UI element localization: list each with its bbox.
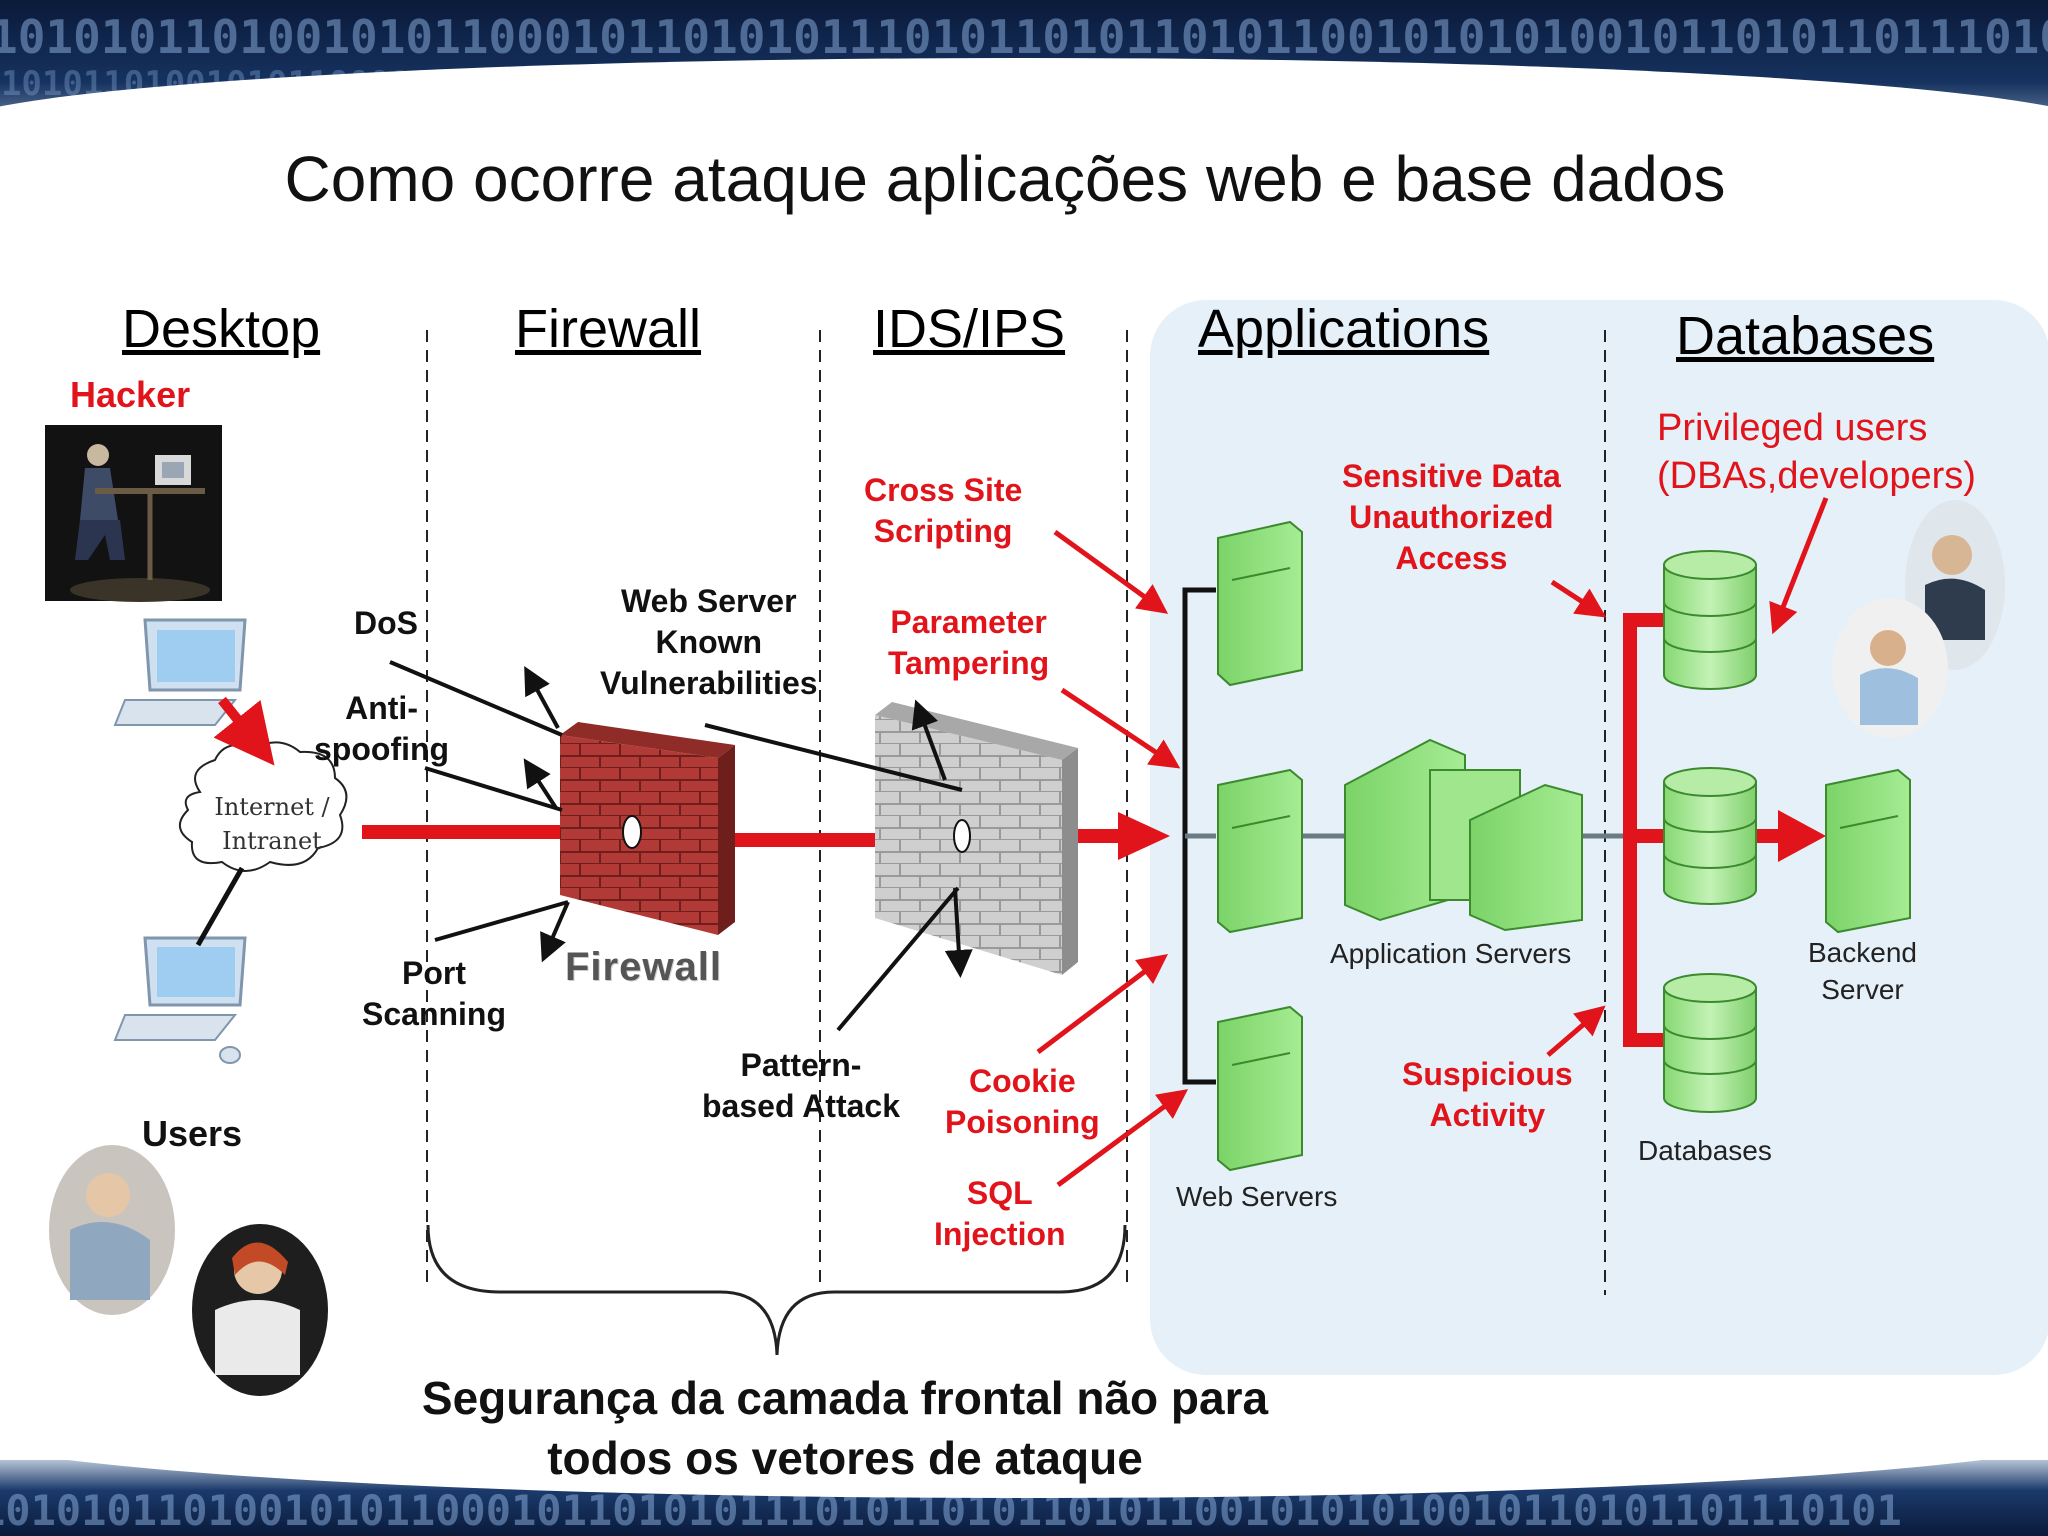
database-cylinder-middle	[1663, 767, 1757, 905]
network-backbone	[1182, 587, 1625, 1085]
slide-title: Como ocorre ataque aplicações web e base…	[284, 143, 1726, 215]
web-server-vuln-line-3: Vulnerabilities	[600, 665, 818, 701]
sensitive-line-2: Unauthorized	[1349, 499, 1554, 535]
web-server-vuln-line-2: Known	[655, 624, 763, 660]
anti-spoofing-label: Anti- spoofing	[314, 688, 449, 770]
column-heading-ids-ips: IDS/IPS	[873, 299, 1066, 359]
privileged-line-1: Privileged users	[1657, 407, 1928, 449]
curly-brace	[426, 1224, 1127, 1356]
databases-label: Databases	[1638, 1135, 1772, 1166]
hacker-to-cloud-arrow	[213, 696, 275, 766]
sql-line-1: SQL	[966, 1175, 1033, 1211]
suspicious-activity-label: Suspicious Activity	[1402, 1054, 1573, 1136]
sensitive-line-3: Access	[1395, 540, 1508, 576]
port-scanning-line-2: Scanning	[362, 996, 507, 1032]
web-server-vuln-line-1: Web Server	[621, 583, 797, 619]
computer-icon-top	[113, 618, 247, 726]
application-servers-label: Application Servers	[1330, 938, 1572, 969]
param-line-2: Tampering	[888, 645, 1050, 681]
sql-line-2: Injection	[934, 1216, 1066, 1252]
database-cylinder-top	[1663, 550, 1757, 690]
web-server-top	[1217, 520, 1303, 687]
port-scanning-line-1: Port	[402, 955, 466, 991]
caption-line-1: Segurança da camada frontal não para	[421, 1372, 1269, 1424]
column-heading-databases: Databases	[1676, 306, 1935, 366]
cookie-line-1: Cookie	[968, 1063, 1076, 1099]
hacker-label: Hacker	[70, 374, 191, 415]
sensitive-line-1: Sensitive Data	[1342, 458, 1561, 494]
column-heading-applications: Applications	[1198, 299, 1490, 359]
application-attack-arrows	[1036, 497, 1829, 1188]
param-line-1: Parameter	[890, 604, 1047, 640]
cross-site-scripting-label: Cross Site Scripting	[864, 470, 1022, 552]
cookie-line-2: Poisoning	[945, 1104, 1100, 1140]
hacker-photo	[45, 425, 222, 602]
port-scanning-label: Port Scanning	[362, 953, 506, 1035]
column-heading-desktop: Desktop	[122, 299, 321, 359]
column-heading-firewall: Firewall	[515, 299, 702, 359]
users-photo-man	[49, 1145, 175, 1315]
suspicious-line-2: Activity	[1429, 1097, 1546, 1133]
caption-line-2: todos os vetores de ataque	[547, 1432, 1143, 1484]
web-servers-label: Web Servers	[1176, 1181, 1338, 1212]
parameter-tampering-label: Parameter Tampering	[888, 602, 1049, 684]
users-label: Users	[142, 1113, 243, 1154]
bottom-caption: Segurança da camada frontal não para tod…	[320, 1368, 1370, 1488]
binary-text-top: 1010101101001010110001011010101110101101…	[0, 10, 2048, 64]
database-cylinder-bottom	[1663, 973, 1757, 1113]
web-server-bottom	[1217, 1005, 1303, 1172]
users-photo-woman	[192, 1224, 328, 1396]
backend-server-label: Backend Server	[1808, 934, 1917, 1008]
brick-firewall	[560, 722, 735, 935]
privileged-line-2: (DBAs,developers)	[1657, 455, 1976, 497]
suspicious-line-1: Suspicious	[1402, 1056, 1573, 1092]
privileged-users-photo-2	[1832, 598, 1948, 738]
sql-injection-label: SQL Injection	[934, 1173, 1066, 1255]
pattern-based-attack-label: Pattern- based Attack	[702, 1045, 900, 1127]
cloud-link-line	[195, 866, 245, 947]
anti-spoofing-line-1: Anti-	[345, 690, 418, 726]
web-server-middle	[1217, 768, 1303, 934]
privileged-users-label: Privileged users (DBAs,developers)	[1657, 404, 1976, 500]
anti-spoofing-line-2: spoofing	[314, 731, 450, 767]
ids-ips-wall	[875, 702, 1078, 975]
backend-line-1: Backend	[1808, 937, 1917, 968]
internet-cloud-label: Internet / Intranet	[197, 790, 347, 858]
cloud-label-line-1: Internet /	[214, 793, 330, 821]
application-servers	[1344, 738, 1583, 932]
cookie-poisoning-label: Cookie Poisoning	[945, 1061, 1100, 1143]
sensitive-data-label: Sensitive Data Unauthorized Access	[1342, 456, 1561, 579]
xss-line-1: Cross Site	[864, 472, 1023, 508]
xss-line-2: Scripting	[873, 513, 1013, 549]
firewall-attack-pointers	[389, 660, 973, 1032]
backend-line-2: Server	[1821, 974, 1904, 1005]
column-separators	[426, 330, 1606, 1295]
computer-icon-bottom	[113, 936, 247, 1064]
cloud-label-line-2: Intranet	[222, 827, 322, 855]
web-server-vulnerabilities-label: Web Server Known Vulnerabilities	[600, 581, 818, 704]
dos-label: DoS	[354, 605, 418, 641]
firewall-wall-caption: Firewall	[565, 945, 722, 989]
backend-server	[1825, 768, 1911, 934]
pattern-attack-line-1: Pattern-	[740, 1047, 862, 1083]
pattern-attack-line-2: based Attack	[702, 1088, 900, 1124]
